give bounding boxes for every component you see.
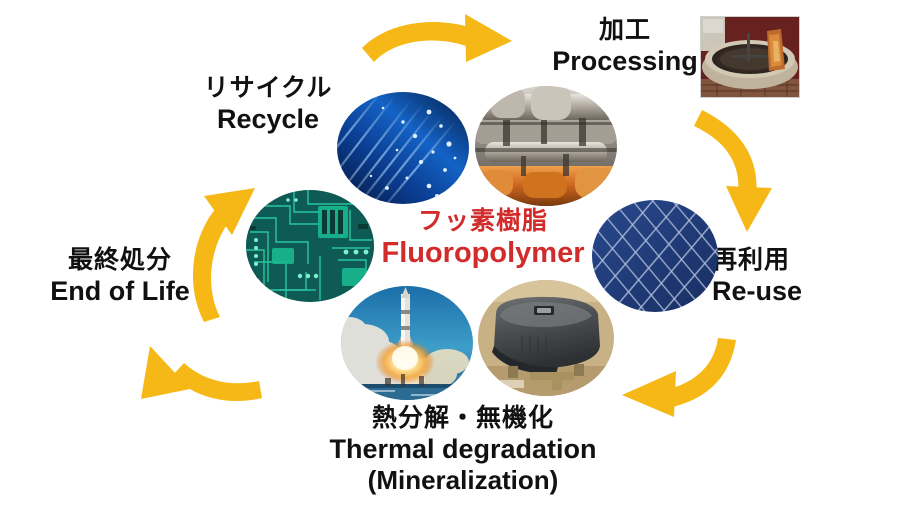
label-thermal-degradation: 熱分解・無機化 Thermal degradation (Mineralizat… (288, 404, 638, 496)
photo-fiber-optic (337, 92, 469, 204)
photo-solar-panel (592, 200, 718, 312)
center-caption-jp: フッ素樹脂 (417, 207, 548, 235)
photo-battery-module (478, 280, 614, 396)
label-recycle-en: Recycle (216, 103, 320, 134)
label-recycle-jp: リサイクル (203, 74, 333, 102)
label-processing-en: Processing (552, 45, 698, 76)
photo-circuit-board (246, 190, 374, 302)
label-re-use-jp: 再利用 (712, 246, 791, 274)
label-end-of-life-en: End of Life (50, 275, 190, 306)
label-processing-jp: 加工 (598, 16, 651, 44)
label-thermal-degradation-en: Thermal degradation (329, 433, 597, 464)
photo-rocket-launch (341, 286, 473, 400)
label-recycle: リサイクル Recycle (168, 74, 368, 135)
arrow-to-recycle-icon (192, 188, 255, 322)
label-end-of-life: 最終処分 End of Life (20, 246, 220, 307)
photo-processing-vessel (700, 16, 800, 98)
label-thermal-degradation-jp: 熱分解・無機化 (371, 404, 554, 432)
photo-industrial-pipes (475, 86, 617, 206)
label-processing: 加工 Processing (500, 16, 750, 77)
center-caption-fluoropolymer: フッ素樹脂 Fluoropolymer (338, 206, 628, 271)
label-re-use-en: Re-use (712, 275, 803, 306)
arrow-to-processing-icon (362, 14, 512, 62)
center-caption-en: Fluoropolymer (381, 237, 585, 269)
arrow-to-reuse-icon (694, 110, 772, 232)
label-re-use: 再利用 Re-use (712, 246, 892, 307)
arrow-to-eol-icon (141, 346, 262, 402)
arrow-to-thermal-icon (622, 338, 736, 417)
label-thermal-degradation-en2: (Mineralization) (367, 465, 559, 496)
label-end-of-life-jp: 最終処分 (67, 246, 172, 274)
